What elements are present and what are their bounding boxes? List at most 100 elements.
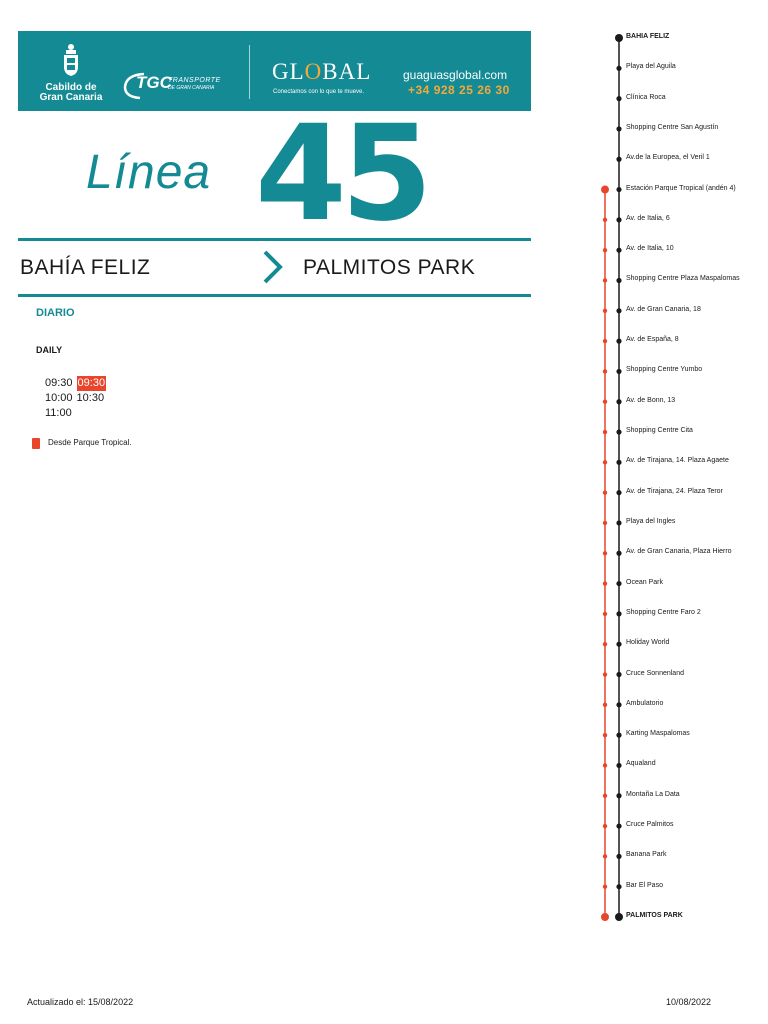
global-logo-part1: GL	[272, 59, 305, 84]
tropical-stop-dot	[602, 490, 608, 495]
legend-text: Desde Parque Tropical.	[48, 438, 132, 447]
stop-label: Av. de Italia, 6	[626, 214, 670, 222]
crest-icon	[64, 44, 78, 76]
stop-label: Av. de Gran Canaria, 18	[626, 305, 701, 313]
time-row: 11:00	[45, 406, 110, 421]
line-word: Línea	[86, 146, 212, 199]
route-destination: PALMITOS PARK	[303, 256, 476, 279]
schedule-heading: DIARIO	[36, 307, 75, 319]
title-rule-bottom	[18, 294, 531, 297]
stop-label: Av. de Italia, 10	[626, 245, 674, 253]
print-date: 10/08/2022	[666, 997, 712, 1007]
departure-time-highlighted: 09:30	[76, 376, 107, 391]
tropical-stop-dot	[602, 217, 608, 223]
phone-number[interactable]: +34 928 25 26 30	[408, 83, 510, 97]
global-slogan: Conectamos con lo que te mueve.	[273, 89, 365, 95]
updated-date: Actualizado el: 15/08/2022	[27, 997, 134, 1007]
stop-dot	[616, 217, 622, 223]
tropical-stop-dot	[601, 185, 609, 194]
stop-label: Bar El Paso	[626, 881, 663, 889]
stop-dot	[616, 277, 622, 284]
stop-label: Av.de la Europea, el Veril 1	[626, 154, 710, 162]
stop-label: BAHIA FELIZ	[626, 33, 670, 40]
tropical-stop-dot	[602, 884, 608, 889]
tropical-stop-dot	[602, 702, 608, 708]
tgc-subtitle: TRANSPORTE DE GRAN CANARIA	[168, 77, 221, 91]
stop-dot	[616, 550, 622, 556]
tropical-stop-dot	[601, 913, 609, 921]
stop-dot	[616, 368, 622, 375]
stop-label: Estación Parque Tropical (andén 4)	[626, 184, 736, 192]
tropical-stop-dot	[602, 247, 608, 253]
stop-label: Av. de Gran Canaria, Plaza Hierro	[626, 548, 732, 556]
header-banner: Cabildo de Gran Canaria TGC TRANSPORTE D…	[18, 31, 531, 111]
stop-label: Av. de España, 8	[626, 336, 679, 344]
departure-time: 11:00	[45, 407, 72, 419]
stop-dot	[616, 611, 622, 617]
stop-label: PALMITOS PARK	[626, 912, 683, 919]
stop-label: Karting Maspalomas	[626, 730, 690, 738]
stop-dot	[616, 793, 622, 799]
tropical-stop-dot	[602, 369, 608, 374]
tropical-stop-dot	[602, 823, 608, 829]
stop-label: Av. de Tirajana, 14. Plaza Agaete	[626, 457, 729, 465]
tropical-stop-dot	[602, 308, 608, 313]
tropical-stop-dot	[602, 551, 608, 556]
line-number: 45	[255, 97, 433, 251]
departure-time: 10:00	[45, 392, 73, 404]
stop-label: Ambulatorio	[626, 699, 664, 707]
tropical-stop-dot	[602, 429, 608, 435]
stop-dot	[616, 520, 622, 526]
stop-dot	[616, 580, 622, 587]
tropical-stop-dot	[602, 672, 608, 677]
schedule-subheading: DAILY	[36, 345, 63, 355]
stop-dot	[616, 399, 622, 405]
stop-dot	[616, 641, 622, 647]
tropical-stop-dot	[602, 338, 608, 344]
stop-dot	[616, 732, 622, 738]
global-logo-o: O	[304, 59, 323, 84]
route-origin: BAHÍA FELIZ	[20, 256, 151, 279]
tropical-stop-dot	[602, 732, 608, 738]
stop-label: Shopping Centre Plaza Maspalomas	[626, 275, 740, 283]
stop-dot	[616, 308, 622, 314]
website-link[interactable]: guaguasglobal.com	[403, 68, 508, 82]
stop-label: Aqualand	[626, 760, 656, 768]
tropical-stop-dot	[602, 763, 608, 768]
tropical-stop-dot	[602, 581, 608, 586]
stop-dot	[616, 247, 622, 253]
stop-dot	[616, 884, 622, 890]
stop-label: Ocean Park	[626, 578, 663, 586]
tropical-stop-dot	[602, 611, 608, 617]
tropical-stop-dot	[602, 642, 608, 647]
stop-dot	[616, 853, 622, 859]
title-rule-top	[18, 238, 531, 241]
tgc-swoosh-icon	[123, 72, 145, 100]
stop-dot	[616, 186, 622, 193]
stop-label: Av. de Tirajana, 24. Plaza Teror	[626, 487, 723, 495]
stop-dot	[616, 702, 622, 708]
tgc-subtitle-line1: TRANSPORTE	[168, 77, 221, 84]
stop-label: Montaña La Data	[626, 790, 680, 798]
stop-dot	[616, 459, 622, 465]
tgc-logo: TGC	[122, 71, 182, 105]
legend-swatch	[32, 438, 40, 449]
stop-label: Cruce Sonnenland	[626, 669, 684, 677]
stop-dot	[616, 671, 622, 678]
stop-label: Clínica Roca	[626, 93, 666, 101]
tropical-stop-dot	[602, 520, 608, 526]
stop-dot	[616, 429, 622, 435]
stop-label: Holiday World	[626, 639, 670, 647]
global-logo-part2: BAL	[322, 59, 372, 84]
tropical-stop-dot	[602, 278, 608, 283]
cabildo-name-line1: Cabildo de	[45, 82, 97, 93]
global-logo: GLOBAL	[272, 59, 371, 85]
stop-dot	[616, 96, 622, 102]
stop-dot	[616, 762, 622, 769]
stop-dot	[615, 913, 623, 921]
stop-dot	[616, 823, 622, 829]
